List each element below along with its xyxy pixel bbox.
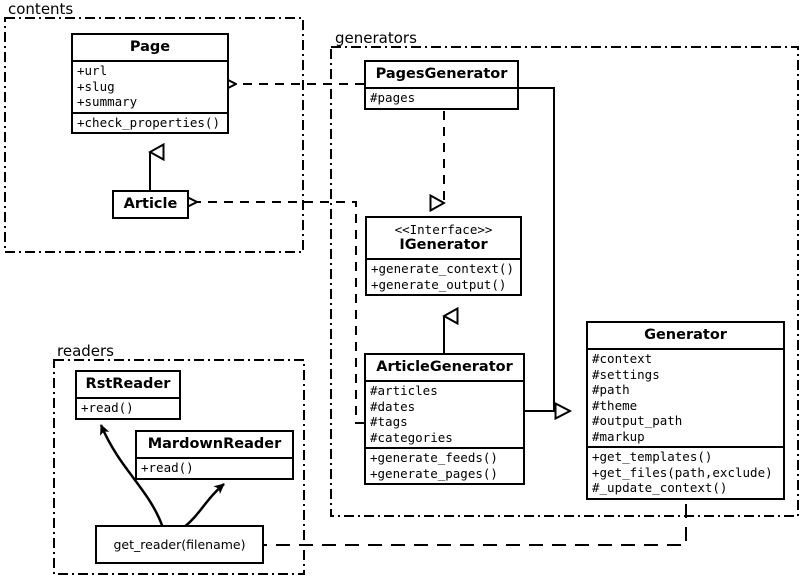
attribute: #theme <box>592 397 638 413</box>
attribute: #context <box>592 351 653 366</box>
attribute: #markup <box>592 428 645 444</box>
operation: +generate_output() <box>371 276 507 292</box>
operation: +get_templates() <box>592 449 713 464</box>
class-pagesgenerator-attributes: #pages <box>366 87 517 108</box>
operation: +generate_pages() <box>370 465 498 481</box>
class-mardownreader-operations: +read() <box>137 457 292 478</box>
class-article[interactable]: Article <box>112 190 189 219</box>
class-generator-attributes: #context #settings #path #theme #output_… <box>588 348 783 446</box>
class-mardownreader-name: MardownReader <box>147 436 282 452</box>
class-igenerator-name: IGenerator <box>399 237 488 253</box>
class-pagesgenerator-name: PagesGenerator <box>375 66 508 82</box>
attribute: +url <box>77 63 108 78</box>
operation: +read() <box>81 400 134 415</box>
attribute: #categories <box>370 429 453 445</box>
operation: +get_files(path,exclude) <box>592 464 773 480</box>
class-article-name: Article <box>123 196 178 212</box>
class-generator-operations: +get_templates() +get_files(path,exclude… <box>588 446 783 498</box>
edge-pagesgenerator-extends-generator <box>519 87 570 412</box>
class-articlegenerator-operations: +generate_feeds() +generate_pages() <box>366 447 523 483</box>
class-igenerator-stereotype: <<Interface>> <box>394 222 493 237</box>
attribute: #dates <box>370 398 416 414</box>
edge-generator-uses-getreader <box>264 504 687 545</box>
class-igenerator-name-block: <<Interface>> IGenerator <box>367 218 520 258</box>
class-igenerator[interactable]: <<Interface>> IGenerator +generate_conte… <box>365 216 522 296</box>
operation: +generate_context() <box>371 261 514 276</box>
attribute: #output_path <box>592 413 683 428</box>
attribute: +slug <box>77 78 115 94</box>
class-page[interactable]: Page +url +slug +summary +check_properti… <box>71 33 229 134</box>
function-box-get-reader-label: get_reader(filename) <box>113 537 246 552</box>
attribute: +summary <box>77 94 138 109</box>
operation: +read() <box>141 460 194 475</box>
class-articlegenerator-name: ArticleGenerator <box>376 359 513 375</box>
class-generator-name: Generator <box>644 327 727 343</box>
operation: +check_properties() <box>77 114 220 130</box>
edge-articlegenerator-uses-article <box>197 202 364 424</box>
class-generator[interactable]: Generator #context #settings #path #them… <box>586 321 785 500</box>
class-mardownreader[interactable]: MardownReader +read() <box>135 430 294 480</box>
class-page-name: Page <box>129 39 171 55</box>
edge-getreader-returns-mardownreader <box>182 483 225 529</box>
operation: +generate_feeds() <box>370 450 498 465</box>
class-page-operations: +check_properties() <box>73 111 227 133</box>
function-box-get-reader[interactable]: get_reader(filename) <box>95 525 264 564</box>
class-rstreader-name: RstReader <box>85 376 171 392</box>
package-label-readers: readers <box>53 343 118 359</box>
package-label-generators: generators <box>331 30 421 46</box>
class-rstreader-operations: +read() <box>77 397 179 418</box>
attribute: #articles <box>370 383 438 398</box>
class-igenerator-operations: +generate_context() +generate_output() <box>367 258 520 294</box>
class-articlegenerator-attributes: #articles #dates #tags #categories <box>366 380 523 447</box>
class-articlegenerator[interactable]: ArticleGenerator #articles #dates #tags … <box>364 353 525 485</box>
attribute: #settings <box>592 366 660 382</box>
class-pagesgenerator[interactable]: PagesGenerator #pages <box>364 60 519 110</box>
class-page-attributes: +url +slug +summary <box>73 60 227 112</box>
class-rstreader[interactable]: RstReader +read() <box>75 370 181 420</box>
attribute: #tags <box>370 414 408 429</box>
operation: #_update_context() <box>592 480 728 495</box>
package-label-contents: contents <box>4 1 78 17</box>
attribute: #path <box>592 382 630 397</box>
attribute: #pages <box>370 90 416 105</box>
